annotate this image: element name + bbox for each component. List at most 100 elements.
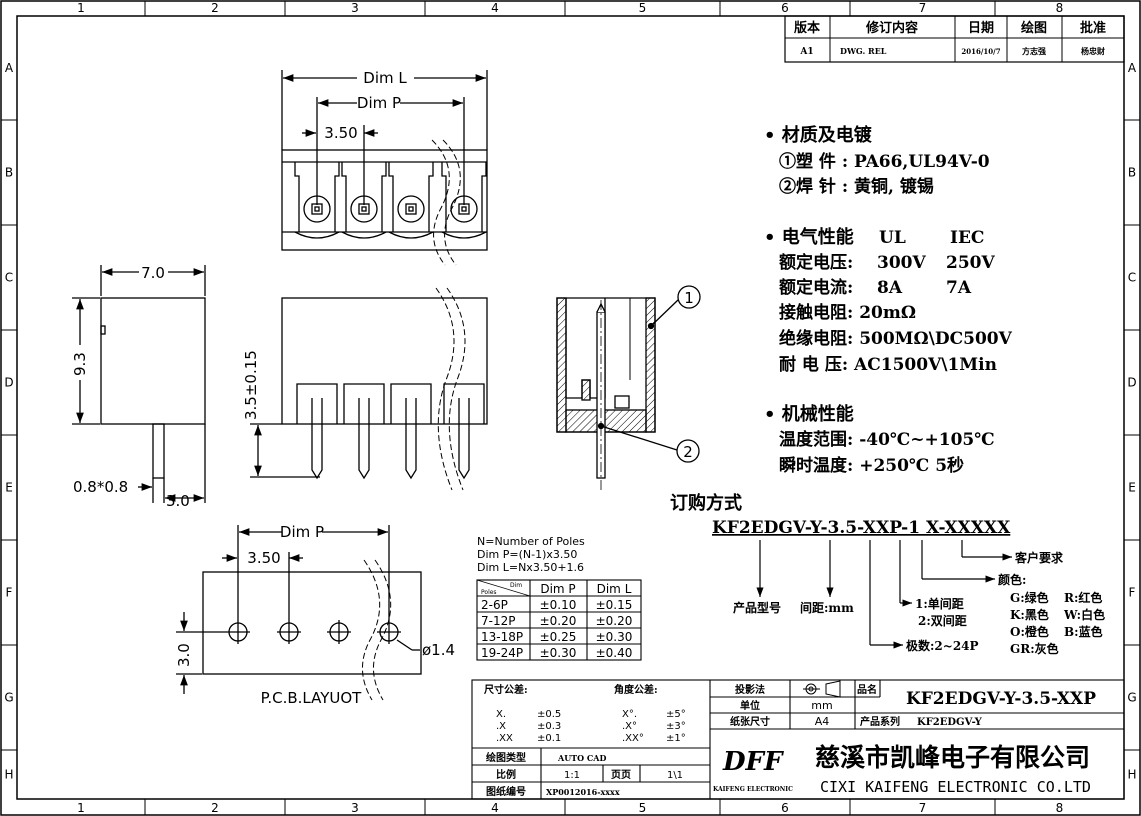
tol-table-cell: 7-12P <box>481 614 515 628</box>
lin-tol-key: X. <box>496 709 506 720</box>
tol-table-cell: ±0.15 <box>596 598 633 612</box>
name-label: 品名 <box>857 683 877 696</box>
formula-line-2: Dim P=(N-1)x3.50 <box>477 548 577 561</box>
rated-current-ul: 8A <box>877 278 903 298</box>
frame-row-label: H <box>1127 768 1136 782</box>
side-view <box>72 265 206 503</box>
page-value: 1\1 <box>667 770 683 781</box>
drawing-tool: AUTO CAD <box>557 753 606 763</box>
company-logo: DFF <box>722 747 784 777</box>
terminal-lip <box>441 231 487 239</box>
rated-voltage-iec: 250V <box>946 253 995 273</box>
ang-tol-value: ±5° <box>666 709 686 720</box>
drawing-tool-label: 绘图类型 <box>486 751 526 764</box>
color-gray: GR:灰色 <box>1010 641 1059 656</box>
tol-table-cell: ±0.10 <box>540 598 577 612</box>
pin <box>458 398 470 480</box>
frame-col-label: 5 <box>639 801 647 815</box>
dim-P-pcb-label: Dim P <box>280 523 324 541</box>
frame-row-label: G <box>1127 691 1136 705</box>
color-blue: B:蓝色 <box>1064 624 1103 639</box>
temperature-range: 温度范围: -40℃~+105℃ <box>779 429 995 450</box>
projection-label: 投影法 <box>735 683 765 696</box>
product-name: KF2EDGV-Y-3.5-XXP <box>906 689 1096 709</box>
paper-label: 纸张尺寸 <box>730 715 770 728</box>
tol-header-dim-p: Dim P <box>540 582 575 596</box>
series-label: 产品系列 <box>860 715 900 728</box>
unit-value: mm <box>811 699 832 712</box>
screw-cell <box>341 162 387 232</box>
pitch-pcb-label: 3.50 <box>247 549 280 567</box>
company-name-en: CIXI KAIFENG ELECTRONIC CO.LTD <box>820 778 1091 796</box>
top-view <box>281 70 488 251</box>
customer-requirement: 客户要求 <box>1014 550 1064 565</box>
lin-tol-value: ±0.1 <box>537 733 561 744</box>
product-number-label: 产品型号 <box>733 600 781 615</box>
rev-cell-version: A1 <box>799 47 813 57</box>
break-lines <box>361 139 466 701</box>
side-width-label: 7.0 <box>141 264 165 282</box>
frame-col-label: 7 <box>919 801 927 815</box>
frame-col-label: 1 <box>77 1 85 15</box>
angle-tol-label: 角度公差: <box>614 683 658 696</box>
screw-head <box>303 195 331 223</box>
dim-L-label: Dim L <box>363 69 407 87</box>
rated-current-label: 额定电流: <box>779 277 853 298</box>
scale-value: 1:1 <box>564 770 580 781</box>
tol-corner-dim: Dim <box>510 582 522 589</box>
withstand-voltage: 耐 电 压: AC1500V\1Min <box>779 354 997 375</box>
insulation-resistance: 绝缘电阻: 500MΩ\DC500V <box>779 328 1013 349</box>
frame-row-label: D <box>4 376 13 390</box>
spacing-double: 2:双间距 <box>918 613 967 628</box>
formula-line-3: Dim L=Nx3.50+1.6 <box>477 561 584 574</box>
pin-offset-label: 3.0 <box>166 492 190 510</box>
lin-tol-value: ±0.5 <box>537 709 561 720</box>
rated-current-iec: 7A <box>946 278 972 298</box>
material-title: • 材质及电镀 <box>764 124 873 146</box>
elec-iec: IEC <box>950 228 984 248</box>
tol-table-cell: ±0.20 <box>596 614 633 628</box>
projection-symbol-icon <box>803 680 841 698</box>
ordering-block: 订购方式 KF2EDGV-Y-3.5-XXP-1 X-XXXXX 客户要求 颜色… <box>670 492 1105 656</box>
frame-col-label: 2 <box>211 1 219 15</box>
frame-col-label: 7 <box>919 1 927 15</box>
frame-row-label: C <box>5 271 13 285</box>
material-pin: ②焊 针 : 黄铜, 镀锡 <box>779 176 934 197</box>
terminal-lip <box>341 231 387 239</box>
tol-table-cell: ±0.20 <box>540 614 577 628</box>
cross-section <box>556 285 701 490</box>
color-red: R:红色 <box>1064 590 1102 605</box>
screw-center <box>361 206 367 212</box>
pcb-height-label: 3.0 <box>175 643 193 667</box>
tol-table-cell: 13-18P <box>481 630 523 644</box>
formula-line-1: N=Number of Poles <box>477 535 585 548</box>
pitch-label: 间距:mm <box>800 600 854 615</box>
frame-row-label: A <box>1128 61 1137 75</box>
ang-tol-key: X°. <box>622 709 637 720</box>
tol-table-cell: 2-6P <box>481 598 508 612</box>
spacing-single: 1:单间距 <box>915 596 964 611</box>
rev-cell-content: DWG. REL <box>840 46 887 56</box>
pitch-top-label: 3.50 <box>324 124 357 142</box>
tol-table-cell: ±0.30 <box>596 630 633 644</box>
terminal-lip <box>388 231 434 239</box>
screw-slot <box>458 203 470 215</box>
tol-corner-poles: Poles <box>481 589 497 596</box>
instant-temperature: 瞬时温度: +250℃ 5秒 <box>779 455 964 476</box>
frame-row-label: F <box>1129 586 1136 600</box>
pin <box>358 398 370 480</box>
frame-row-label: A <box>5 61 14 75</box>
pcb-layout <box>176 525 422 694</box>
company-name-cn: 慈溪市凯峰电子有限公司 <box>815 743 1090 772</box>
elec-title: • 电气性能 <box>764 226 854 248</box>
frame-row-label: E <box>5 481 13 495</box>
title-block: 尺寸公差: 角度公差: X.±0.5.X±0.3.XX±0.1 X°.±5°.X… <box>471 679 1125 800</box>
color-black: K:黑色 <box>1010 607 1049 622</box>
revision-table: 版本 修订内容 日期 绘图 批准 A1 DWG. REL 2016/10/7 方… <box>784 15 1125 63</box>
screw-cell <box>388 162 434 232</box>
frame-col-label: 4 <box>491 801 499 815</box>
frame-col-label: 1 <box>77 801 85 815</box>
rated-voltage-ul: 300V <box>877 253 926 273</box>
tol-table-cell: ±0.25 <box>540 630 577 644</box>
